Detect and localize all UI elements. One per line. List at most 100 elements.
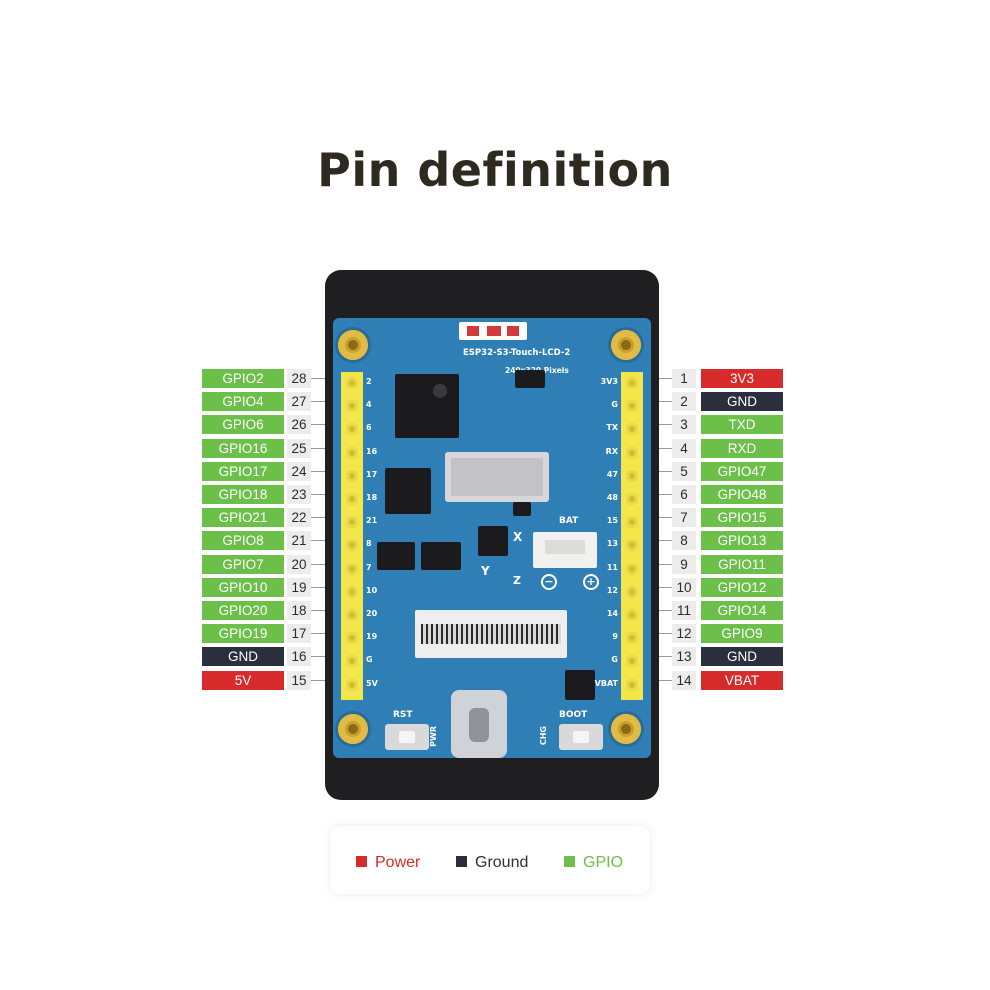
pin-label: GND (701, 647, 783, 667)
pin-number: 22 (287, 508, 311, 528)
pin-label: GPIO6 (202, 415, 284, 435)
header-silk-label: G (366, 655, 373, 665)
legend-item-ground: Ground (456, 854, 528, 872)
pin-label: 5V (202, 670, 284, 690)
top-connector (459, 322, 527, 340)
pin-label: GPIO12 (701, 577, 783, 597)
usb-c-port[interactable] (451, 690, 507, 758)
header-pin-hole (626, 400, 638, 413)
pin-number: 19 (287, 577, 311, 597)
header-silk-label: 14 (606, 609, 618, 618)
header-pin-hole (626, 469, 638, 482)
header-silk-label: 21 (366, 516, 378, 526)
regulator-chip-2 (421, 542, 461, 570)
header-silk-label: 8 (366, 539, 372, 549)
pin-number: 1 (672, 369, 696, 388)
pin-row-right: 8 GPIO13 (0, 531, 990, 551)
legend-label: Power (375, 854, 421, 871)
pwr-label: PWR (429, 726, 438, 747)
pin-label: GPIO19 (202, 624, 284, 644)
header-pin-hole (346, 539, 358, 552)
legend-item-gpio: GPIO (564, 854, 623, 872)
header-silk-label: G (611, 400, 618, 410)
header-pin-hole (626, 446, 638, 459)
pin-number: 11 (672, 601, 696, 620)
header-silk-label: 48 (606, 493, 618, 502)
imu-y-label: Y (481, 564, 490, 578)
boot-label: BOOT (559, 710, 588, 720)
header-silk-label: 2 (366, 377, 372, 386)
header-pin-hole (346, 493, 358, 505)
imu-x-label: X (513, 530, 523, 544)
board-name-silk: ESP32-S3-Touch-LCD-2 (463, 348, 571, 358)
pin-number: 25 (287, 438, 311, 458)
pin-number: 23 (287, 485, 311, 504)
left-pin-header (341, 372, 363, 700)
pin-label: TXD (701, 415, 783, 435)
header-silk-label: 15 (606, 516, 618, 526)
pin-number: 18 (287, 601, 311, 620)
flash-chip (385, 468, 431, 514)
header-silk-label: G (611, 655, 618, 665)
regulator-chip-1 (377, 542, 415, 570)
mounting-hole-top-right (611, 330, 641, 360)
pin-number: 28 (287, 369, 311, 388)
imu-z-label: Z (513, 574, 521, 587)
header-pin-hole (346, 469, 358, 482)
sd-card-slot (445, 452, 549, 502)
fpc-connector (415, 610, 567, 658)
legend-item-power: Power (356, 854, 420, 872)
legend-label: Ground (475, 854, 529, 871)
header-silk-label: 4 (366, 400, 372, 410)
pin-label: GND (701, 392, 783, 412)
pin-label: GPIO9 (701, 624, 783, 644)
page-title: Pin definition (317, 143, 673, 197)
header-silk-label: VBAT (594, 678, 618, 688)
header-pin-hole (346, 423, 358, 436)
header-silk-label: 19 (366, 632, 378, 642)
header-silk-label: 17 (366, 469, 378, 479)
header-silk-label: 12 (606, 585, 618, 595)
pin-number: 26 (287, 415, 311, 435)
header-pin-hole (346, 632, 358, 645)
pin-label: GPIO8 (202, 531, 284, 551)
pin-label: GPIO13 (701, 531, 783, 551)
header-pin-hole (346, 609, 358, 621)
rst-button[interactable] (385, 724, 429, 750)
charger-chip (565, 670, 595, 700)
header-silk-label: 11 (606, 562, 618, 572)
header-pin-hole (346, 678, 358, 691)
rst-label: RST (393, 710, 413, 720)
header-pin-hole (626, 562, 638, 575)
pin-label: GPIO14 (701, 601, 783, 620)
header-pin-hole (626, 493, 638, 505)
pin-number: 13 (672, 647, 696, 667)
mounting-hole-top-left (338, 330, 368, 360)
pin-label: VBAT (701, 670, 783, 690)
header-pin-hole (626, 609, 638, 621)
boot-button[interactable] (559, 724, 603, 750)
pin-number: 16 (287, 647, 311, 667)
header-silk-label: 13 (606, 539, 618, 549)
header-pin-hole (626, 539, 638, 552)
legend: Power Ground GPIO (330, 826, 650, 894)
pin-label: GPIO10 (202, 577, 284, 597)
battery-plus-icon: + (583, 574, 599, 590)
pin-number: 9 (672, 554, 696, 574)
header-pin-hole (626, 678, 638, 691)
mounting-hole-bottom-left (338, 714, 368, 744)
header-silk-label: RX (605, 446, 618, 456)
header-silk-label: TX (606, 423, 618, 433)
